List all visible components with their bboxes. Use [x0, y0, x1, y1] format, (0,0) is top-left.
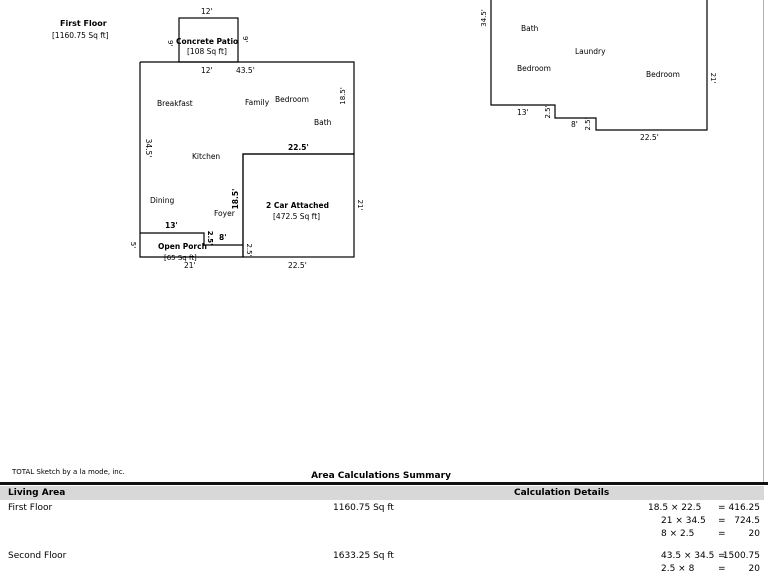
- patio-dim-left: 9': [166, 40, 174, 46]
- room-kitchen: Kitchen: [192, 152, 220, 161]
- porch-outline: [140, 232, 243, 246]
- calc-expr: 43.5 × 34.5: [661, 551, 715, 561]
- sf-room-laundry: Laundry: [575, 47, 606, 56]
- calc-expr: 2.5 × 8: [661, 564, 695, 574]
- summary-header: Living Area Calculation Details: [0, 486, 764, 500]
- patio-name: Concrete Patio: [176, 37, 238, 46]
- dim-garage-top: 22.5': [288, 143, 309, 152]
- sf-dim-v2: 2.5': [584, 117, 592, 130]
- porch-area: [65 Sq ft]: [164, 254, 197, 262]
- dim-small-h: 8': [219, 233, 227, 242]
- sf-dim-v1: 2.5': [544, 105, 552, 118]
- room-breakfast: Breakfast: [157, 99, 193, 108]
- patio-dim-top: 12': [201, 7, 213, 16]
- garage-area: [472.5 Sq ft]: [273, 212, 320, 221]
- dim-small-v2: 2.5': [245, 243, 253, 256]
- dim-garage-right: 21': [356, 200, 364, 211]
- sf-room-bedroom-left: Bedroom: [517, 64, 551, 73]
- row-first-floor-area: 1160.75 Sq ft: [333, 503, 394, 513]
- calc-eq: =: [718, 564, 726, 574]
- room-dining: Dining: [150, 196, 174, 205]
- dim-porch-top: 13': [165, 221, 178, 230]
- calc-value: 20: [748, 564, 760, 574]
- room-family: Family: [245, 98, 270, 107]
- dim-top-right: 43.5': [236, 66, 255, 75]
- calc-eq: =: [718, 516, 726, 526]
- dim-bottom-left: 21': [184, 261, 196, 270]
- row-first-floor-label: First Floor: [8, 503, 53, 513]
- calc-value: 1500.75: [722, 551, 760, 561]
- calc-expr: 8 × 2.5: [661, 529, 695, 539]
- dim-porch-left: 5': [129, 242, 137, 248]
- porch-name: Open Porch: [158, 242, 207, 251]
- room-foyer: Foyer: [214, 209, 236, 218]
- credit-text: TOTAL Sketch by a la mode, inc.: [12, 468, 125, 476]
- second-floor-outline: [490, 0, 708, 131]
- summary-divider: [0, 482, 768, 485]
- floor-plan-sketch: First Floor [1160.75 Sq ft] 12' Concrete…: [52, 0, 717, 270]
- calc-value: 724.5: [734, 516, 760, 526]
- dim-bath-right: 18.5': [339, 87, 347, 105]
- patio-dim-right: 9': [241, 36, 249, 42]
- calc-eq: =: [718, 551, 726, 561]
- garage-name: 2 Car Attached: [266, 201, 329, 210]
- calc-expr: 18.5 × 22.5: [648, 503, 702, 513]
- patio-area: [108 Sq ft]: [187, 47, 227, 56]
- room-bedroom: Bedroom: [275, 95, 309, 104]
- header-calculation-details: Calculation Details: [514, 488, 610, 498]
- garage-outline: [242, 153, 355, 258]
- calc-value: 416.25: [728, 503, 761, 513]
- sf-room-bath: Bath: [521, 24, 539, 33]
- sf-dim-right: 21': [709, 73, 717, 84]
- dim-left: 34.5': [144, 139, 153, 158]
- page-edge: [763, 0, 764, 482]
- first-floor-title: First Floor: [60, 19, 107, 28]
- first-floor-area: [1160.75 Sq ft]: [52, 31, 109, 40]
- calc-value: 20: [748, 529, 760, 539]
- row-second-floor-area: 1633.25 Sq ft: [333, 551, 394, 561]
- summary-title: Area Calculations Summary: [311, 471, 451, 481]
- sf-dim-bottom: 22.5': [640, 133, 659, 142]
- dim-garage-bottom: 22.5': [288, 261, 307, 270]
- calc-eq: =: [718, 529, 726, 539]
- room-bath: Bath: [314, 118, 332, 127]
- dim-small-v: 2.5': [206, 231, 214, 246]
- sf-dim-left: 34.5': [480, 9, 488, 27]
- calc-eq: =: [718, 503, 726, 513]
- header-living-area: Living Area: [8, 488, 66, 498]
- calc-expr: 21 × 34.5: [661, 516, 706, 526]
- patio-dim-bottom: 12': [201, 66, 213, 75]
- sf-room-bedroom-right: Bedroom: [646, 70, 680, 79]
- sf-dim-bottom-left: 13': [517, 108, 529, 117]
- dim-foyer-right: 18.5': [231, 189, 240, 210]
- row-second-floor-label: Second Floor: [8, 551, 67, 561]
- sf-dim-h1: 8': [571, 120, 578, 129]
